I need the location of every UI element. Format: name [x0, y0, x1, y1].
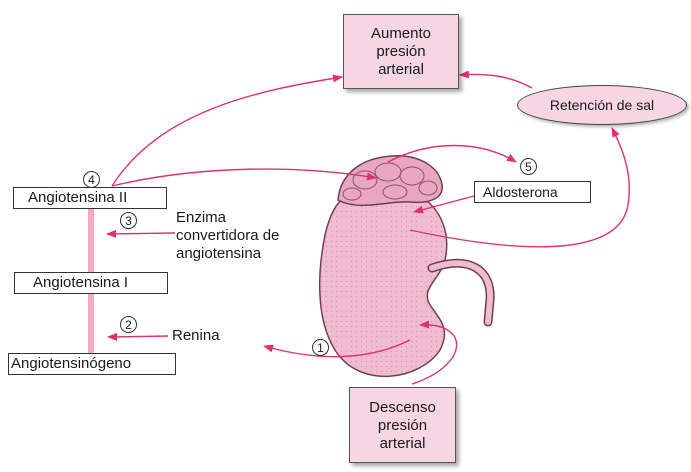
step-2-marker: 2 [120, 316, 137, 333]
aldosterone-box: Aldosterona [474, 181, 591, 203]
enzyme-label-line-1: Enzima [176, 209, 279, 227]
angiotensin-to-adrenal-arrow [112, 169, 376, 186]
renin-arrow [108, 336, 168, 337]
pathway-column-lower [88, 292, 94, 354]
converting-enzyme-label: Enzima convertidora de angiotensina [176, 209, 279, 263]
increased-pressure-line-1: Aumento [344, 25, 458, 43]
step-1-marker: 1 [312, 339, 329, 356]
step-5-marker: 5 [520, 158, 537, 175]
angiotensin-ii-box: Angiotensina II [13, 187, 167, 209]
increased-pressure-box: Aumento presión arterial [343, 14, 459, 89]
decreased-pressure-box: Descenso presión arterial [349, 387, 456, 463]
increased-pressure-line-2: presión [344, 43, 458, 61]
pathway-column-upper [88, 209, 94, 275]
angiotensin-i-box: Angiotensina I [14, 272, 168, 294]
increased-pressure-line-3: arterial [344, 61, 458, 79]
adrenal-gland-illustration [338, 156, 442, 206]
salt-retention-node: Retención de sal [517, 85, 687, 125]
step-3-marker: 3 [120, 212, 137, 229]
decreased-pressure-line-3: arterial [350, 435, 455, 453]
renin-label: Renina [172, 327, 220, 345]
angiotensinogen-box: Angiotensinógeno [8, 353, 176, 375]
enzyme-label-line-2: convertidora de [176, 227, 279, 245]
step-4-marker: 4 [83, 171, 100, 188]
kidney-illustration [320, 187, 490, 377]
salt-to-pressure-arrow [460, 74, 532, 88]
decreased-pressure-line-2: presión [350, 417, 455, 435]
enzyme-arrow [107, 233, 175, 234]
enzyme-label-line-3: angiotensina [176, 245, 279, 263]
decreased-pressure-line-1: Descenso [350, 399, 455, 417]
